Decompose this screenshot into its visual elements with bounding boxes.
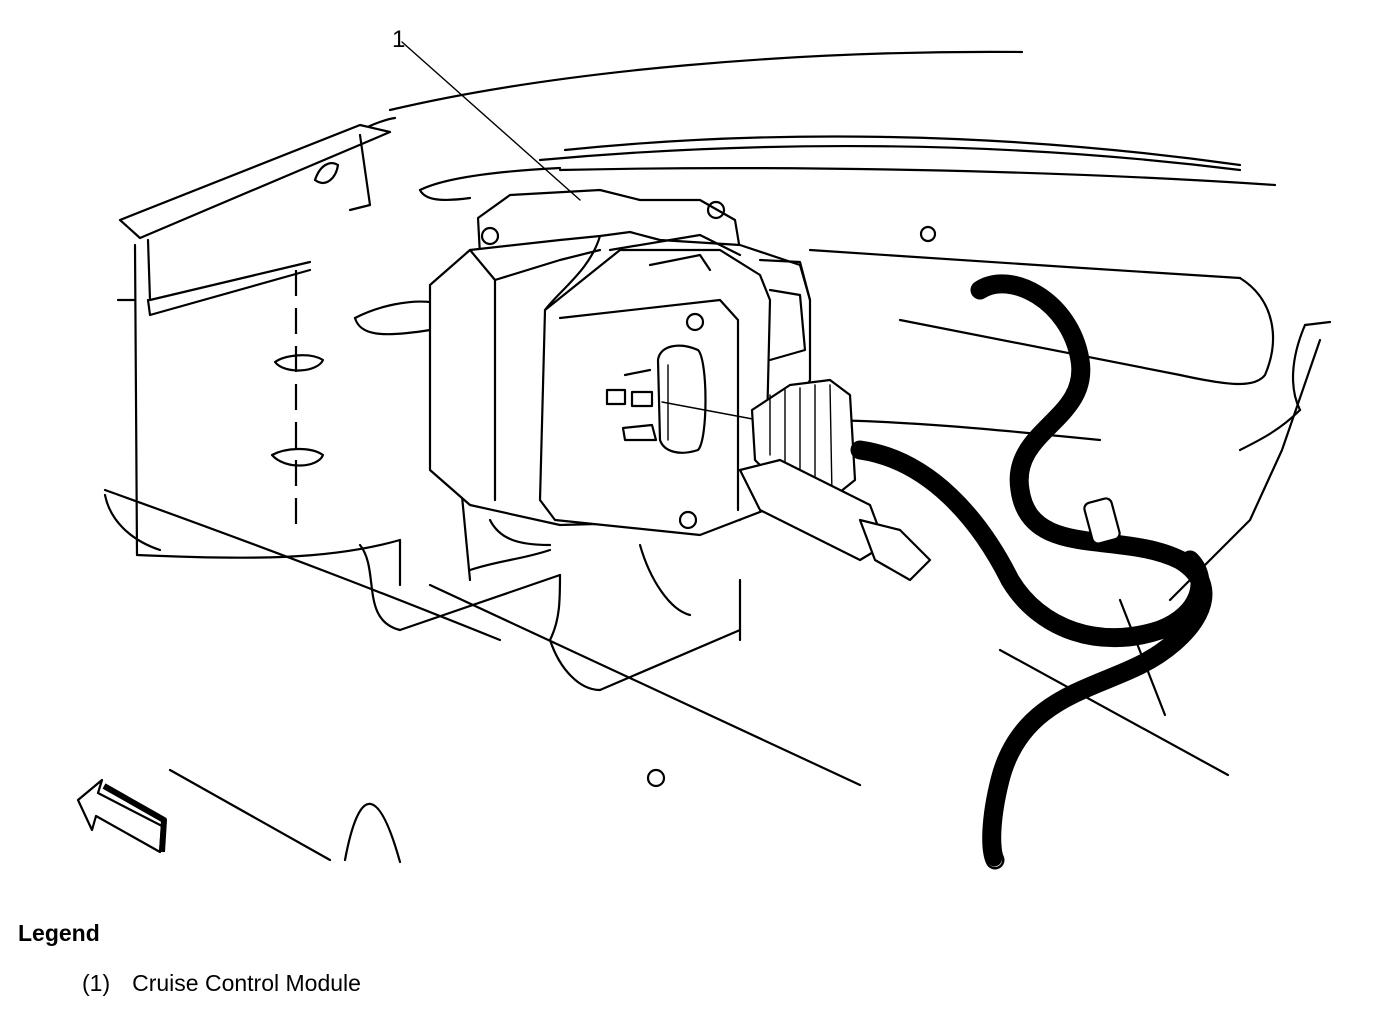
front-direction-arrow: [76, 778, 167, 854]
connector-leader-line: [661, 401, 759, 421]
callout-number-1: 1: [392, 26, 406, 53]
legend-item-number: (1): [82, 970, 111, 996]
legend-title: Legend: [18, 920, 100, 946]
vehicle-body-panel: [103, 50, 1332, 864]
harness-connector: [738, 378, 932, 582]
cruise-control-module-diagram: [76, 41, 1332, 870]
mounting-bracket: [116, 123, 562, 632]
wiring-harness: [850, 274, 1213, 870]
callout-leader-line: [401, 41, 581, 201]
legend-item: (1) Cruise Control Module: [82, 970, 361, 997]
legend-item-label: Cruise Control Module: [132, 970, 361, 996]
cruise-control-module: [428, 188, 812, 537]
